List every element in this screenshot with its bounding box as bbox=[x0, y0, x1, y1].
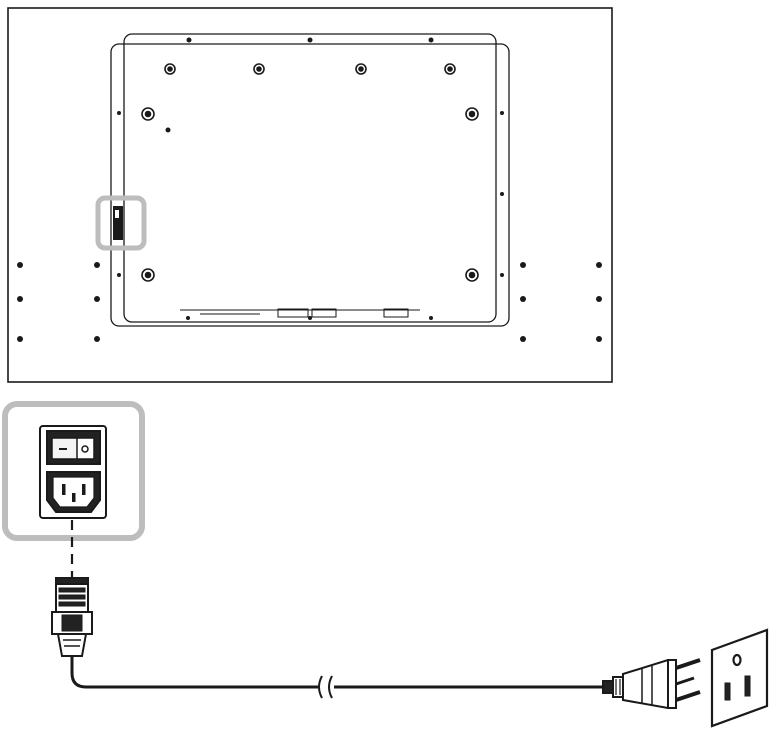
wall-outlet bbox=[710, 628, 769, 728]
rear-housing-back bbox=[123, 33, 497, 323]
vesa-screw-holes bbox=[141, 63, 479, 282]
display-rear-panel bbox=[7, 7, 613, 383]
ac-plug bbox=[602, 658, 701, 709]
ac-power-inlet-with-switch bbox=[39, 425, 107, 519]
outer-frame bbox=[7, 7, 613, 383]
outlet-ground-hole bbox=[732, 653, 742, 667]
iec-connector bbox=[51, 577, 93, 657]
power-cord bbox=[70, 656, 603, 699]
frame-screw-dots bbox=[17, 37, 602, 342]
power-port-mini bbox=[113, 206, 123, 240]
cord-break-mark bbox=[318, 675, 323, 699]
outlet-slot-right bbox=[744, 675, 751, 697]
rear-housing-front bbox=[110, 43, 510, 327]
outlet-slot-left bbox=[724, 682, 731, 701]
bottom-connector-strip bbox=[180, 308, 420, 318]
power-port-highlight bbox=[95, 195, 147, 251]
power-inlet-zoom bbox=[2, 401, 145, 541]
switch-off-mark bbox=[81, 445, 89, 453]
